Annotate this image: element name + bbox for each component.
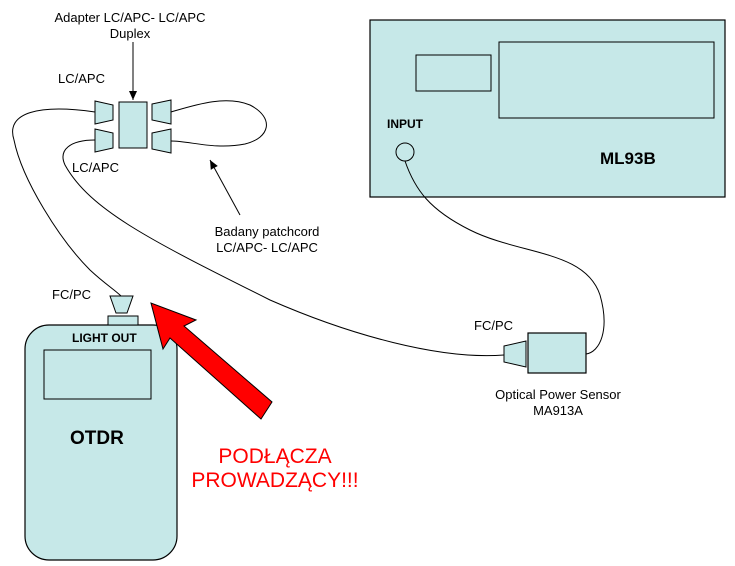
patchcord-label-line1: Badany patchcord	[215, 224, 320, 239]
otdr-screen	[43, 349, 152, 400]
otdr-device: LIGHT OUT OTDR	[24, 315, 178, 561]
lc-apc-connector-top-left	[94, 100, 114, 125]
fc-pc-label-right: FC/PC	[474, 318, 513, 333]
fiber-cables	[12, 100, 605, 357]
patchcord-loop	[170, 100, 267, 147]
patchcord-label-line2: LC/APC- LC/APC	[216, 240, 318, 255]
lc-apc-connector-bottom-right	[151, 128, 172, 154]
ml93b-small-window	[415, 54, 492, 92]
fiber-sensor-to-ml93b	[404, 160, 605, 355]
fiber-otdr-to-adapter	[12, 108, 122, 297]
fc-pc-label-left: FC/PC	[52, 287, 91, 302]
warning-text-line1: PODŁĄCZA	[218, 445, 331, 468]
lc-apc-label-bottom: LC/APC	[72, 160, 119, 175]
warning-text-line2: PROWADZĄCY!!!	[191, 469, 358, 492]
fc-pc-connector-otdr	[109, 295, 134, 314]
patchcord-pointer-arrow	[209, 159, 241, 216]
lc-apc-duplex-adapter	[94, 99, 172, 154]
sensor-body	[527, 332, 587, 374]
warning-arrow	[150, 302, 273, 420]
ml93b-instrument: INPUT ML93B	[369, 19, 726, 198]
adapter-body	[118, 101, 148, 149]
ml93b-display	[498, 41, 715, 119]
input-port	[395, 142, 415, 162]
light-out-label: LIGHT OUT	[72, 331, 137, 345]
fc-pc-connector-sensor	[503, 340, 527, 368]
sensor-label-line1: Optical Power Sensor	[495, 387, 621, 402]
adapter-label-line1: Adapter LC/APC- LC/APC	[54, 10, 205, 25]
adapter-label-line2: Duplex	[110, 26, 151, 41]
lc-apc-connector-top-right	[151, 99, 172, 125]
lc-apc-connector-bottom-left	[94, 128, 114, 153]
ml93b-label: ML93B	[600, 149, 656, 168]
fiber-adapter-to-sensor	[62, 139, 505, 357]
lc-apc-label-top: LC/APC	[58, 71, 105, 86]
otdr-label: OTDR	[70, 428, 124, 449]
light-out-port	[107, 315, 139, 326]
sensor-label-line2: MA913A	[533, 403, 583, 418]
optical-power-sensor	[503, 332, 587, 374]
input-label: INPUT	[387, 117, 424, 131]
